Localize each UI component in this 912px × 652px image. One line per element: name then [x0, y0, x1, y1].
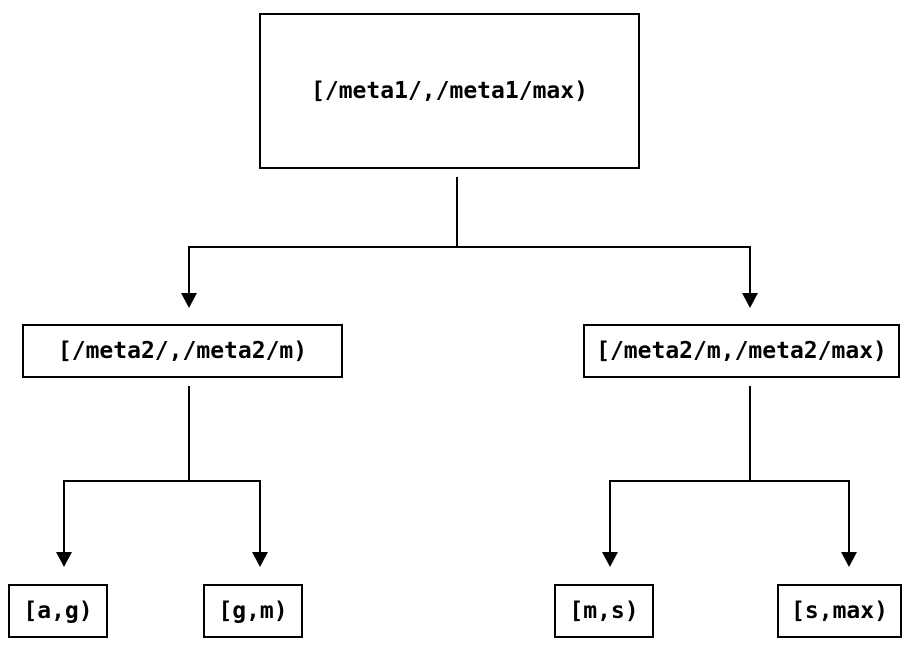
tree-node-leaf-ag: [a,g): [8, 584, 108, 638]
arrowhead-icon: [602, 552, 618, 567]
node-label: [/meta2/,/meta2/m): [57, 338, 308, 364]
node-label: [a,g): [23, 598, 93, 624]
arrowhead-icon: [841, 552, 857, 567]
arrowhead-icon: [56, 552, 72, 567]
tree-node-left: [/meta2/,/meta2/m): [22, 324, 343, 378]
tree-node-root: [/meta1/,/meta1/max): [259, 13, 640, 169]
node-label: [/meta1/,/meta1/max): [311, 78, 588, 104]
arrowhead-icon: [252, 552, 268, 567]
tree-node-leaf-ms: [m,s): [554, 584, 654, 638]
tree-node-leaf-smax: [s,max): [777, 584, 902, 638]
tree-node-leaf-gm: [g,m): [203, 584, 303, 638]
tree-node-right: [/meta2/m,/meta2/max): [583, 324, 900, 378]
arrowhead-icon: [181, 293, 197, 308]
node-label: [/meta2/m,/meta2/max): [596, 338, 887, 364]
node-label: [m,s): [569, 598, 639, 624]
arrowhead-icon: [742, 293, 758, 308]
node-label: [s,max): [791, 598, 888, 624]
node-label: [g,m): [218, 598, 288, 624]
